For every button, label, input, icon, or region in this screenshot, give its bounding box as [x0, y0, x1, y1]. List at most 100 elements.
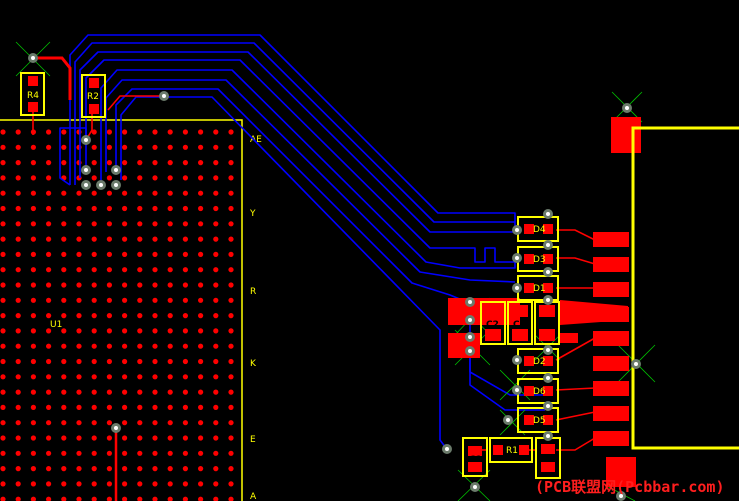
- bga-pad[interactable]: [152, 160, 158, 166]
- bga-pad[interactable]: [106, 435, 112, 441]
- bga-pad[interactable]: [137, 267, 143, 273]
- bga-pad[interactable]: [152, 389, 158, 395]
- bga-pad[interactable]: [152, 297, 158, 303]
- via-group[interactable]: [28, 53, 641, 501]
- bga-pad[interactable]: [46, 358, 52, 365]
- bga-pad[interactable]: [213, 267, 219, 273]
- bga-pad[interactable]: [213, 466, 219, 472]
- bga-pad[interactable]: [106, 466, 112, 472]
- bga-pad[interactable]: [46, 343, 52, 349]
- bga-pad[interactable]: [198, 282, 204, 288]
- bga-pad[interactable]: [213, 175, 219, 181]
- bga-pad[interactable]: [30, 221, 36, 227]
- connector-footprint[interactable]: [560, 117, 739, 487]
- bga-pad[interactable]: [76, 221, 82, 227]
- bga-pad[interactable]: [91, 221, 97, 227]
- bga-pad[interactable]: [91, 175, 97, 181]
- bga-pad[interactable]: [91, 481, 97, 487]
- bga-pad[interactable]: [0, 205, 6, 212]
- bga-pad[interactable]: [15, 160, 21, 166]
- bga-pad[interactable]: [76, 267, 82, 273]
- bga-pad[interactable]: [106, 282, 112, 288]
- bga-pad[interactable]: [182, 129, 188, 135]
- bga-pad[interactable]: [228, 129, 234, 135]
- bga-pad[interactable]: [152, 328, 158, 334]
- bga-pad[interactable]: [30, 160, 36, 166]
- bga-pad[interactable]: [198, 420, 204, 426]
- bga-pad[interactable]: [122, 466, 128, 472]
- bga-pad[interactable]: [213, 236, 219, 242]
- bga-pad[interactable]: [30, 481, 36, 487]
- bga-pad[interactable]: [137, 221, 143, 227]
- bga-pad[interactable]: [213, 404, 219, 410]
- bga-pad[interactable]: [0, 374, 6, 380]
- bga-pad[interactable]: [167, 160, 173, 166]
- bga-pad[interactable]: [152, 450, 158, 456]
- bga-pad[interactable]: [182, 358, 188, 365]
- bga-pad[interactable]: [76, 343, 82, 349]
- bga-pad[interactable]: [167, 144, 173, 150]
- bga-pad[interactable]: [213, 282, 219, 288]
- bga-pad[interactable]: [91, 435, 97, 441]
- bga-pad[interactable]: [198, 160, 204, 166]
- bga-pad[interactable]: [15, 435, 21, 441]
- bga-pad[interactable]: [61, 313, 67, 319]
- bga-pad[interactable]: [198, 343, 204, 349]
- bga-pad[interactable]: [61, 160, 67, 166]
- bga-pad[interactable]: [76, 236, 82, 242]
- bga-pad[interactable]: [15, 496, 21, 501]
- bga-pad[interactable]: [122, 481, 128, 487]
- bga-pad[interactable]: [46, 205, 52, 212]
- bga-pad[interactable]: [91, 297, 97, 303]
- bga-pad[interactable]: [167, 267, 173, 273]
- bga-pad[interactable]: [76, 160, 82, 166]
- bga-pad[interactable]: [61, 205, 67, 212]
- bga-pad[interactable]: [122, 358, 128, 365]
- bga-pad[interactable]: [213, 297, 219, 303]
- resistor-r4[interactable]: R4: [20, 72, 45, 116]
- bga-pad[interactable]: [198, 466, 204, 472]
- bga-pad[interactable]: [137, 450, 143, 456]
- bga-pad[interactable]: [91, 496, 97, 501]
- bga-pad[interactable]: [15, 481, 21, 487]
- bga-pad[interactable]: [91, 313, 97, 319]
- bga-pad[interactable]: [198, 221, 204, 227]
- bga-pad[interactable]: [106, 129, 112, 135]
- bga-pad[interactable]: [61, 129, 67, 135]
- bga-pad[interactable]: [15, 466, 21, 472]
- bga-pad[interactable]: [167, 328, 173, 334]
- bga-pad[interactable]: [61, 374, 67, 380]
- bga-pad[interactable]: [182, 282, 188, 288]
- bga-pad[interactable]: [0, 267, 6, 273]
- bga-pad[interactable]: [91, 144, 97, 150]
- bga-pad[interactable]: [122, 221, 128, 227]
- bga-pad[interactable]: [137, 420, 143, 426]
- bga-pad[interactable]: [122, 313, 128, 319]
- bga-pad[interactable]: [167, 450, 173, 456]
- bga-pad[interactable]: [152, 481, 158, 487]
- bga-pad[interactable]: [76, 175, 82, 181]
- bga-pad[interactable]: [61, 297, 67, 303]
- bga-pad[interactable]: [0, 343, 6, 349]
- bga-pad[interactable]: [30, 450, 36, 456]
- bga-pad[interactable]: [46, 236, 52, 242]
- bga-pad[interactable]: [106, 450, 112, 456]
- bga-pad[interactable]: [46, 481, 52, 487]
- bga-pad[interactable]: [152, 435, 158, 441]
- bga-pad[interactable]: [198, 175, 204, 181]
- bga-pad[interactable]: [15, 190, 21, 196]
- bga-pad[interactable]: [15, 450, 21, 456]
- bga-pad[interactable]: [46, 221, 52, 227]
- bga-pad[interactable]: [198, 313, 204, 319]
- bga-pad[interactable]: [137, 144, 143, 150]
- bga-pad[interactable]: [15, 358, 21, 365]
- bga-pad[interactable]: [76, 358, 82, 365]
- bga-pad[interactable]: [91, 160, 97, 166]
- bga-pad[interactable]: [15, 236, 21, 242]
- bga-pad[interactable]: [106, 404, 112, 410]
- bga-pad[interactable]: [91, 129, 97, 135]
- bga-pad[interactable]: [30, 328, 36, 334]
- bga-pad[interactable]: [137, 282, 143, 288]
- bga-pad[interactable]: [182, 496, 188, 501]
- bga-pad[interactable]: [198, 496, 204, 501]
